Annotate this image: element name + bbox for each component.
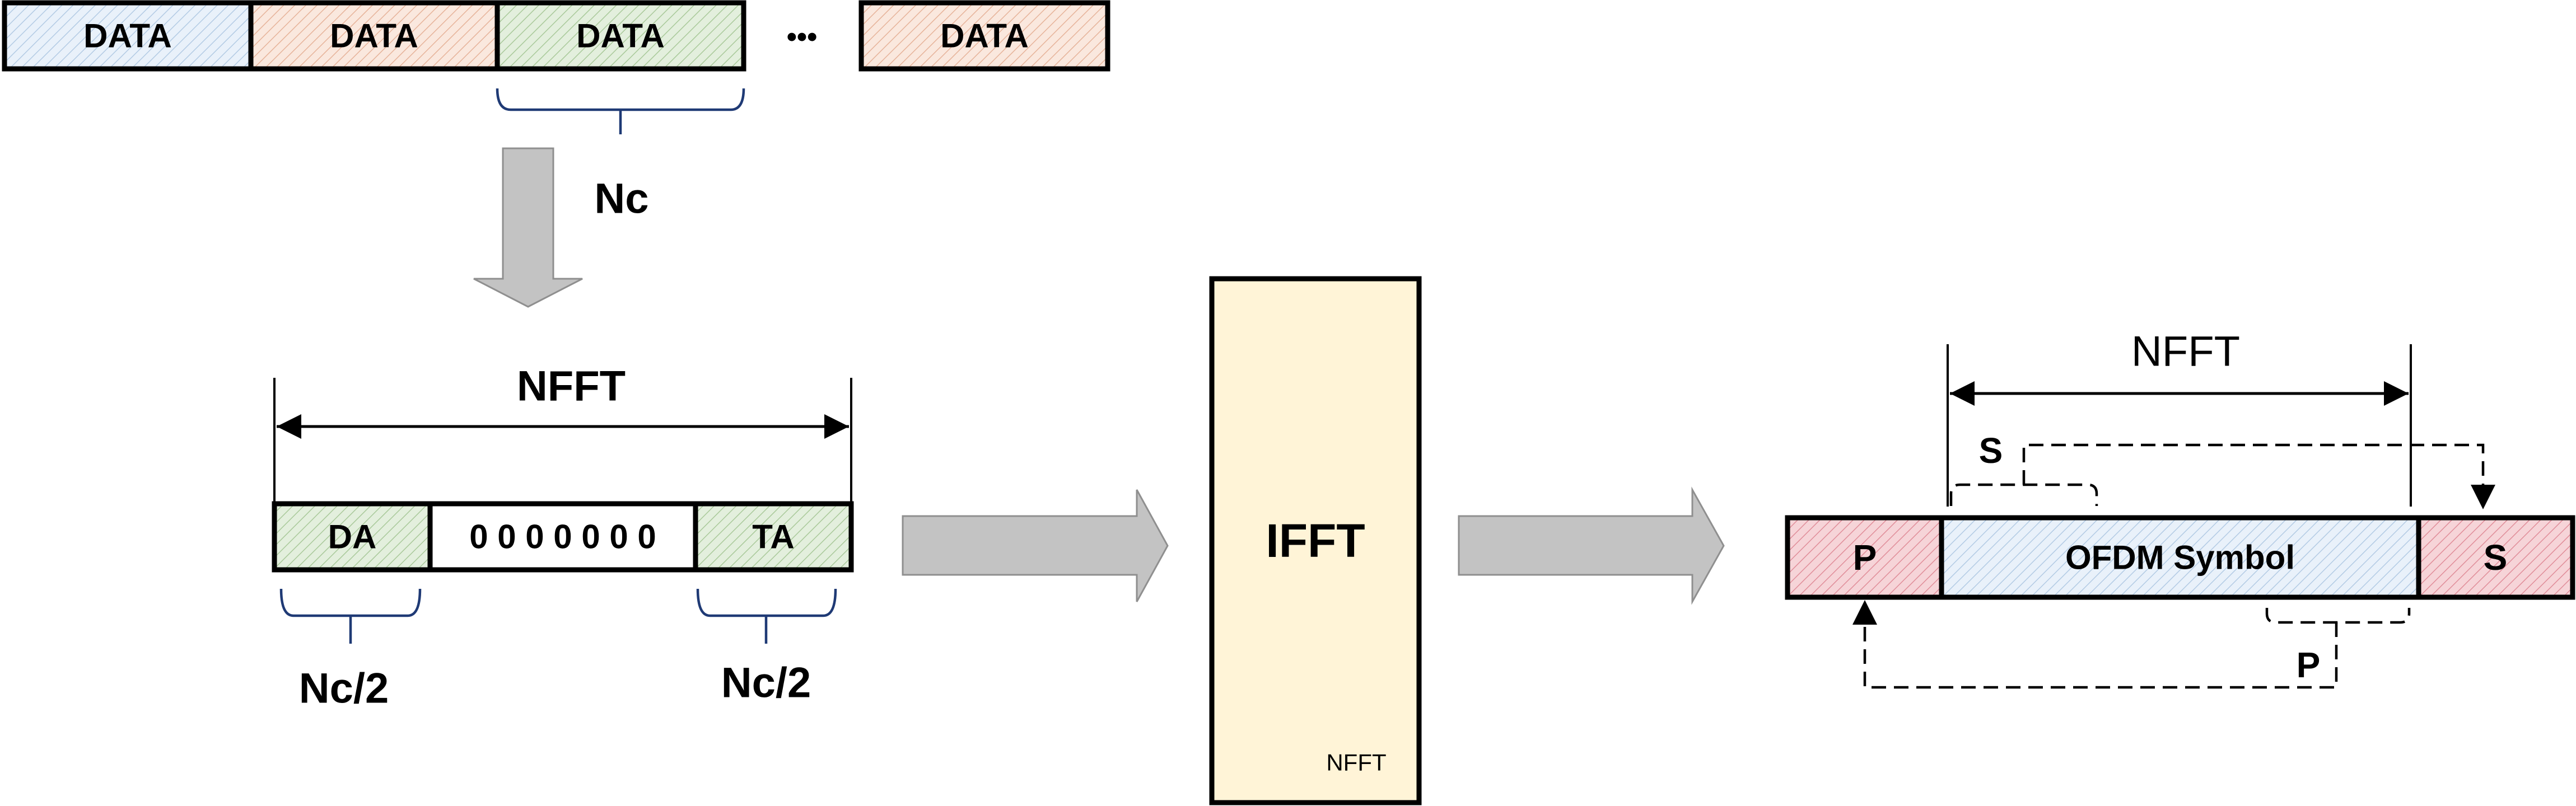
suffix-source-label: S bbox=[1979, 430, 2003, 471]
nc-group-brace bbox=[496, 88, 745, 134]
data-block-2-label: DATA bbox=[330, 17, 418, 55]
frame-segment-zeros: 0 0 0 0 0 0 0 bbox=[427, 501, 698, 573]
ifft-title: IFFT bbox=[1266, 514, 1365, 567]
data-block-1: DATA bbox=[2, 0, 254, 72]
left-half-brace bbox=[279, 588, 422, 644]
data-block-3-label: DATA bbox=[576, 17, 665, 55]
ofdm-symbol-label: OFDM Symbol bbox=[2065, 539, 2295, 577]
frame-segment-ta-label: TA bbox=[752, 518, 795, 556]
right-half-brace bbox=[696, 588, 837, 644]
prefix-segment: P bbox=[1785, 515, 1944, 600]
suffix-segment-label: S bbox=[2484, 537, 2508, 578]
symbol-width-label: NFFT bbox=[2131, 328, 2240, 376]
symbol-width-dimension bbox=[1947, 344, 2412, 507]
data-block-3: DATA bbox=[494, 0, 746, 72]
ifft-size-label: NFFT bbox=[1326, 749, 1386, 776]
prefix-copy-arrowhead bbox=[1852, 600, 1877, 625]
ofdm-symbol-segment: OFDM Symbol bbox=[1939, 515, 2421, 600]
prefix-source-bracket bbox=[2265, 608, 2411, 624]
data-block-1-label: DATA bbox=[83, 17, 172, 55]
suffix-source-bracket bbox=[1949, 483, 2098, 506]
suffix-copy-path bbox=[2022, 443, 2485, 493]
suffix-copy-arrowhead bbox=[2471, 485, 2495, 509]
nc-label: Nc bbox=[594, 175, 648, 223]
suffix-segment: S bbox=[2416, 515, 2575, 600]
right-half-label: Nc/2 bbox=[721, 659, 811, 707]
frame-segment-da: DA bbox=[272, 501, 433, 573]
prefix-copy-path bbox=[1863, 622, 2338, 689]
from-ifft-arrow bbox=[1458, 486, 1725, 605]
data-block-4-label: DATA bbox=[940, 17, 1029, 55]
ellipsis: ••• bbox=[787, 21, 818, 53]
frame-segment-zeros-label: 0 0 0 0 0 0 0 bbox=[469, 518, 656, 556]
prefix-segment-label: P bbox=[1853, 537, 1877, 578]
frame-width-dimension bbox=[273, 378, 852, 507]
frame-width-label: NFFT bbox=[517, 363, 626, 410]
frame-segment-da-label: DA bbox=[328, 518, 377, 556]
down-arrow bbox=[473, 147, 583, 308]
data-block-2: DATA bbox=[248, 0, 500, 72]
to-ifft-arrow bbox=[902, 489, 1169, 602]
frame-segment-ta: TA bbox=[693, 501, 854, 573]
prefix-source-label: P bbox=[2297, 645, 2321, 685]
data-block-4: DATA bbox=[858, 0, 1110, 72]
ifft-block: IFFT NFFT bbox=[1209, 276, 1422, 805]
left-half-label: Nc/2 bbox=[299, 665, 389, 713]
